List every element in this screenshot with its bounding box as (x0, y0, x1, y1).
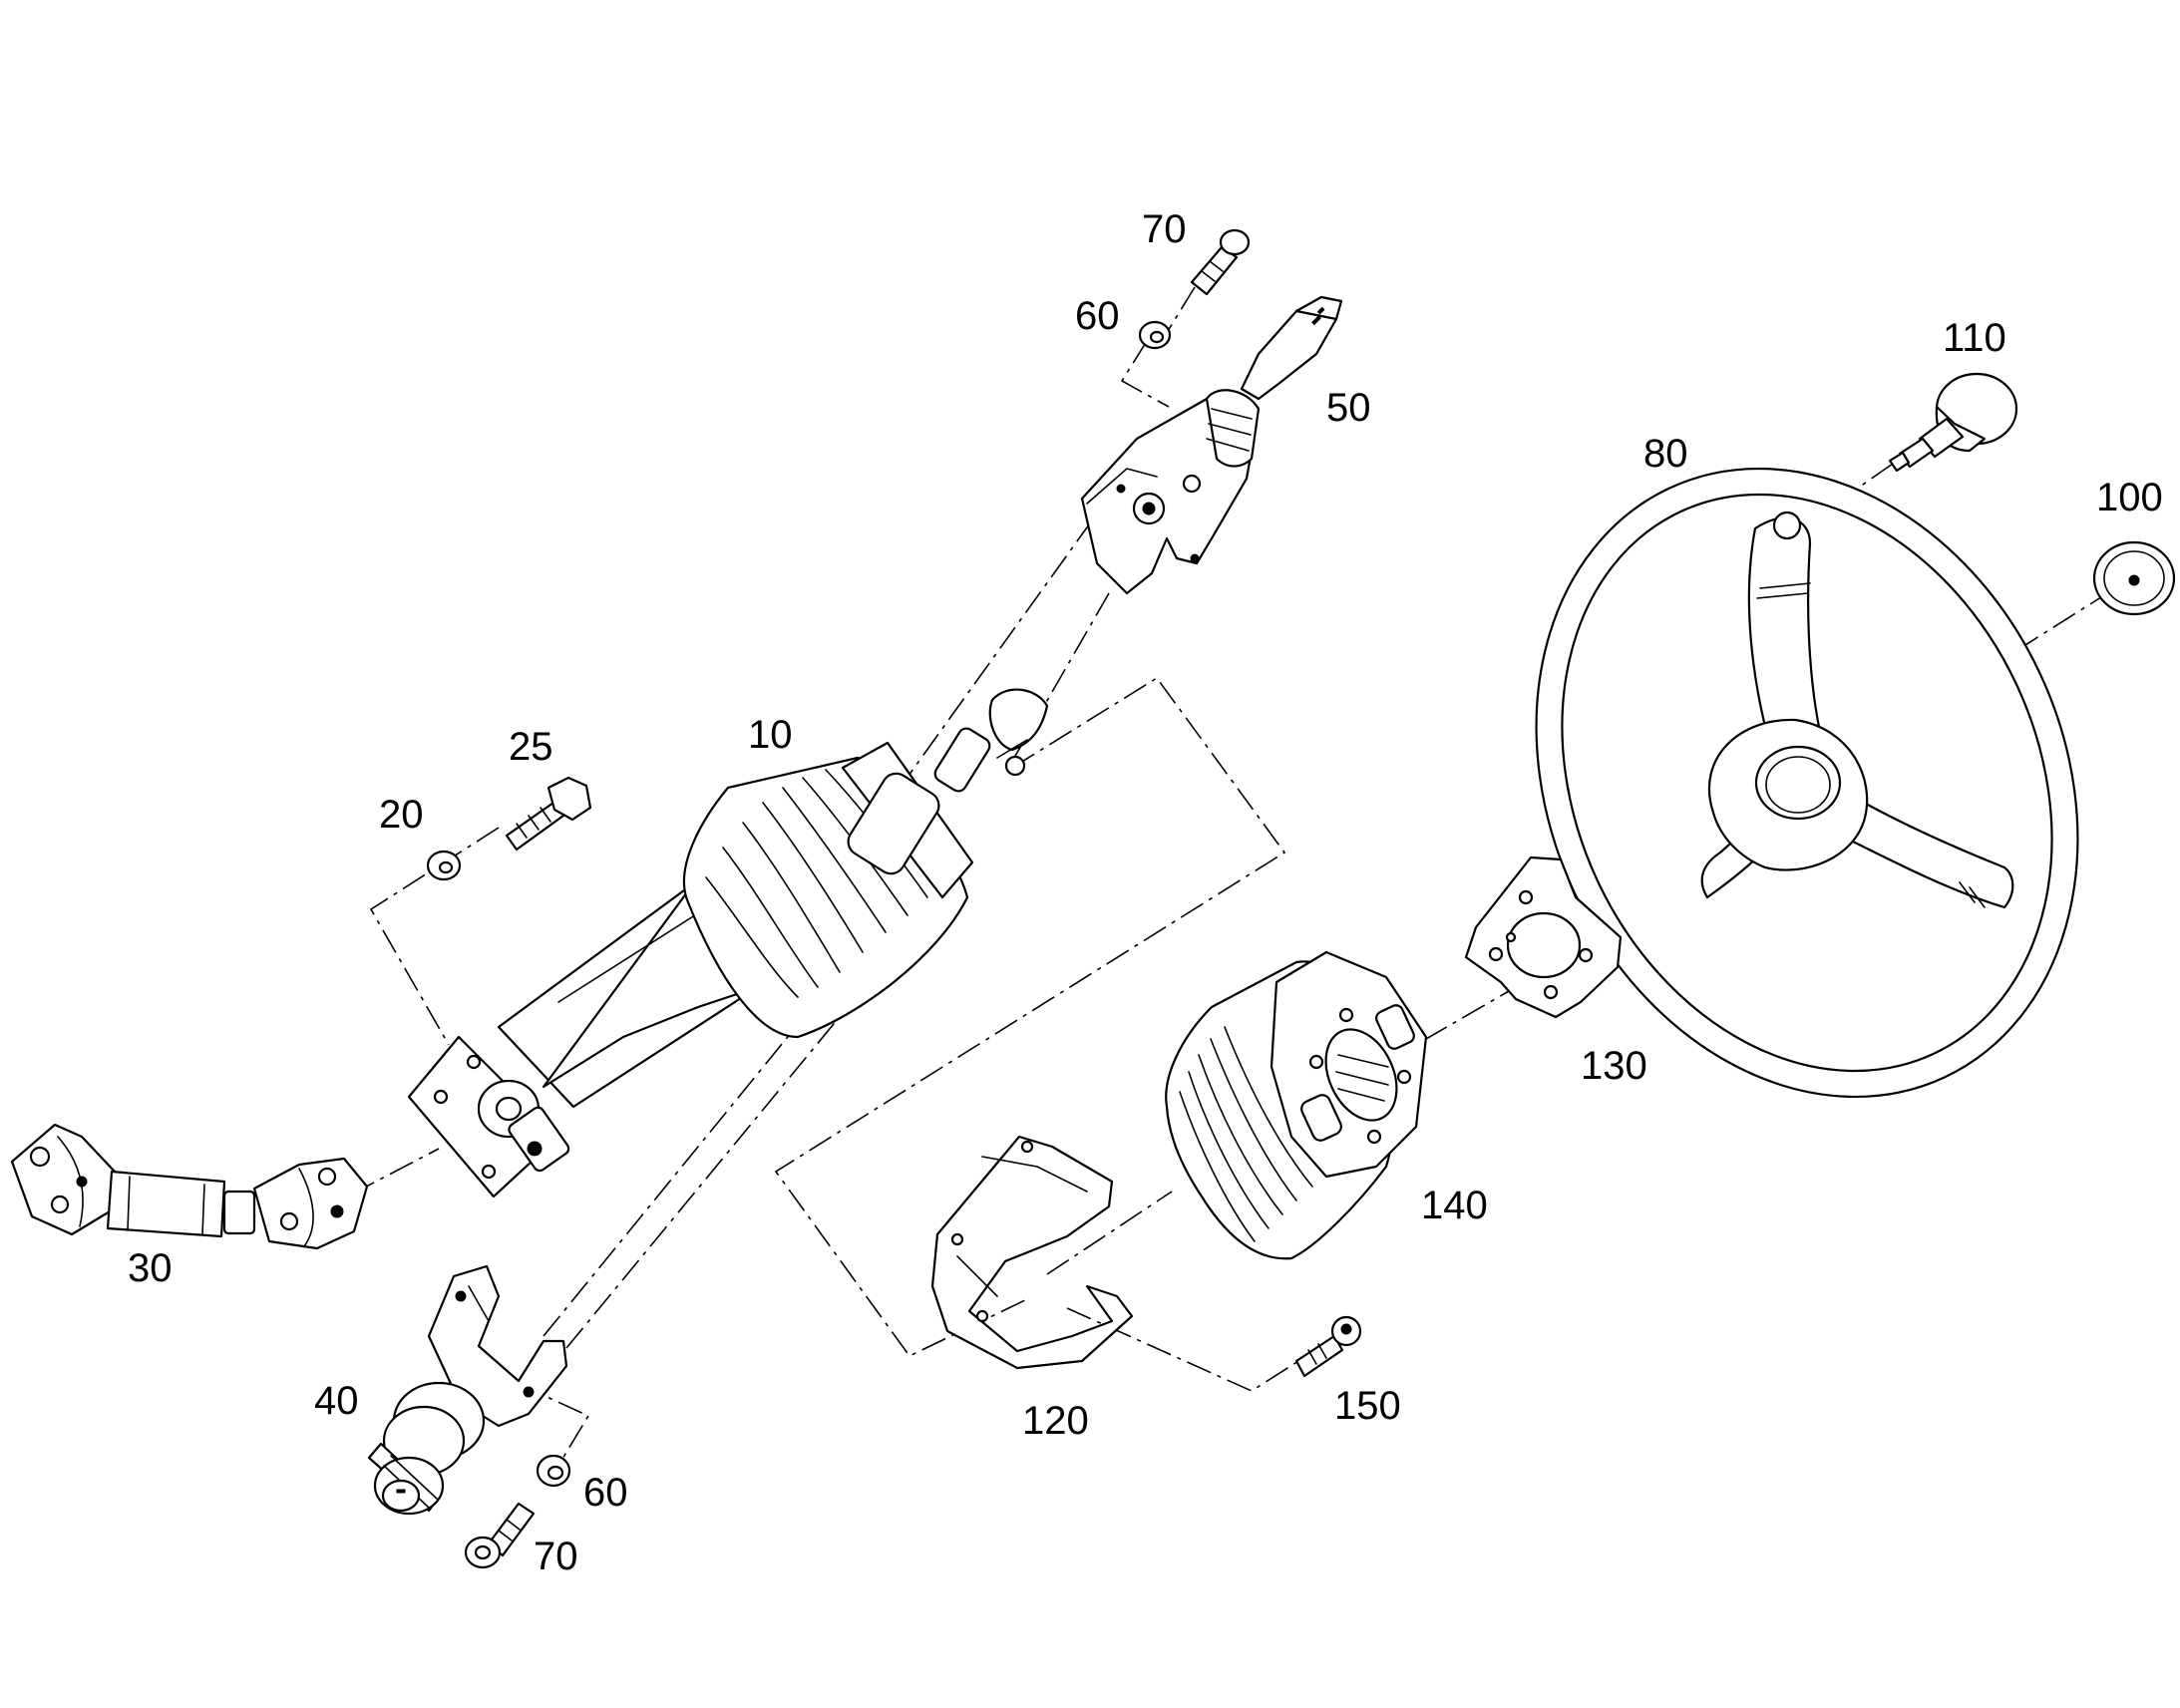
screw-70-top (1190, 228, 1251, 296)
upper-switch-housing-50 (1080, 295, 1343, 595)
callout-25: 25 (509, 725, 553, 769)
steering-column-10 (407, 688, 1049, 1198)
callout-150: 150 (1334, 1384, 1401, 1428)
washer-20 (426, 850, 462, 881)
callout-40: 40 (314, 1379, 359, 1423)
universal-joint-shaft-30 (10, 1123, 369, 1250)
callout-10: 10 (748, 713, 793, 757)
screw-150 (1294, 1315, 1362, 1378)
callout-130: 130 (1581, 1044, 1647, 1088)
control-console-140 (1165, 950, 1428, 1260)
column-lower-flange (407, 1035, 570, 1198)
leader-column-to-140 (774, 676, 1286, 1358)
bolt-25 (505, 776, 592, 852)
callout-30: 30 (128, 1246, 173, 1290)
callout-110: 110 (1943, 316, 2006, 360)
screw-70-bottom (464, 1502, 536, 1569)
callout-100: 100 (2096, 476, 2163, 519)
leader-120-140 (1046, 1191, 1173, 1275)
leader-40-to-column (543, 901, 899, 1337)
washer-60-bottom (536, 1454, 571, 1488)
callout-60-top: 60 (1075, 294, 1120, 338)
callout-80: 80 (1643, 432, 1688, 476)
leader-20-25 (369, 827, 500, 1046)
washer-60-top (1138, 320, 1172, 350)
callout-70-bottom: 70 (534, 1535, 578, 1578)
callout-70-top: 70 (1142, 207, 1187, 251)
leader-upper-shaft (1006, 592, 1110, 771)
callout-140: 140 (1421, 1184, 1488, 1227)
callout-120: 120 (1022, 1399, 1089, 1443)
callout-labels: 10 20 25 30 40 50 60 60 70 70 80 100 110… (128, 207, 2163, 1578)
lower-bracket-40 (367, 1264, 568, 1516)
callout-50: 50 (1326, 386, 1371, 430)
center-cap-100 (2092, 540, 2176, 616)
leader-60-top-bracket (1120, 340, 1170, 408)
cover-frame-120 (930, 1135, 1134, 1370)
callout-20: 20 (379, 793, 424, 837)
knob-110 (1888, 372, 2018, 473)
leader-150 (1066, 1307, 1307, 1392)
gasket-plate-130 (1464, 855, 1623, 1019)
steering-wheel-80 (1535, 467, 2079, 1099)
callout-60-bottom: 60 (583, 1471, 628, 1515)
